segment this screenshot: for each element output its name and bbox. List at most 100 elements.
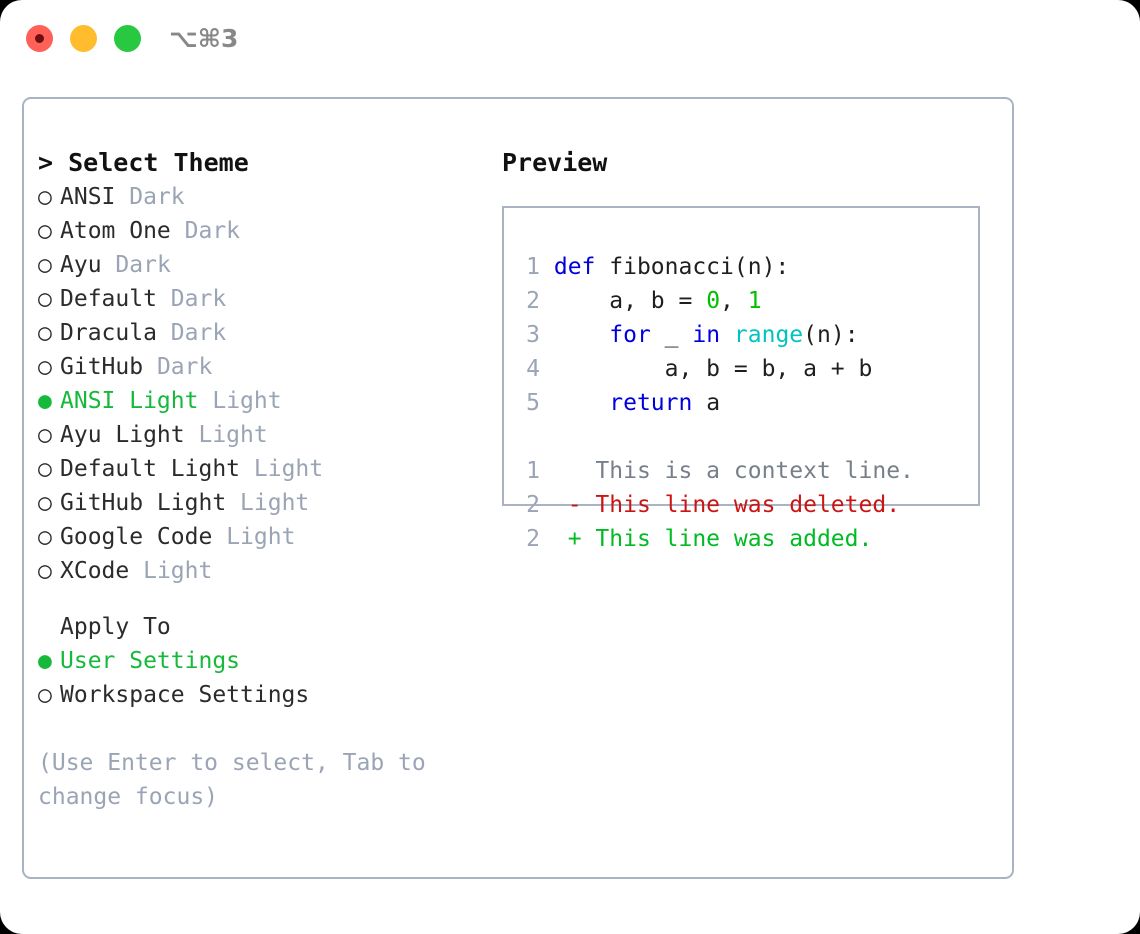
- code-token-fn: range: [733, 322, 804, 348]
- theme-option-label: ANSI Light: [60, 388, 199, 414]
- preview-column: Preview: [502, 146, 1002, 180]
- diff-line-ctx: 1 This is a context line.: [518, 454, 914, 488]
- keyboard-shortcut-label: ⌥⌘3: [169, 24, 239, 53]
- apply-to-option-list: ● User Settings ○ Workspace Settings: [38, 644, 478, 712]
- theme-option-variant: Light: [253, 456, 324, 482]
- code-token-kw: for: [609, 322, 651, 348]
- theme-option-ansi-light[interactable]: ●ANSI Light Light: [38, 384, 478, 418]
- diff-text: This is a context line.: [581, 458, 914, 484]
- code-line: 1 def fibonacci(n):: [518, 250, 914, 284]
- theme-option-github-light[interactable]: ○GitHub Light Light: [38, 486, 478, 520]
- code-token-txt: [554, 322, 609, 348]
- page-title-text: Select Theme: [68, 148, 249, 177]
- code-line: 2 a, b = 0, 1: [518, 284, 914, 318]
- apply-to-option-label: Workspace Settings: [60, 682, 310, 708]
- theme-option-github[interactable]: ○ GitHub Dark: [38, 350, 478, 384]
- radio-unselected-icon: ○: [38, 422, 52, 448]
- diff-line-add: 2 + This line was added.: [518, 522, 914, 556]
- theme-option-ansi[interactable]: ○ ANSI Dark: [38, 180, 478, 214]
- theme-option-label: XCode: [60, 558, 130, 584]
- spacer: [38, 712, 478, 746]
- keyboard-hint-text: (Use Enter to select, Tab to change focu…: [38, 750, 440, 810]
- code-token-txt: [720, 322, 734, 348]
- code-token-num: 1: [747, 288, 762, 314]
- theme-option-variant: Light: [143, 558, 213, 584]
- diff-text: This line was deleted.: [581, 492, 901, 518]
- theme-option-label: Default Light: [60, 456, 241, 482]
- theme-option-xcode[interactable]: ○ XCode Light: [38, 554, 478, 588]
- code-token-txt: a, b = b, a + b: [553, 356, 873, 382]
- line-number: 5: [526, 390, 540, 416]
- theme-option-atom-one[interactable]: ○ Atom One Dark: [38, 214, 478, 248]
- radio-unselected-icon: ○: [38, 252, 52, 278]
- theme-option-label: Default: [60, 286, 157, 312]
- theme-option-label: Google Code: [60, 524, 213, 550]
- radio-unselected-icon: ○: [38, 524, 52, 550]
- apply-to-option-workspace-settings[interactable]: ○ Workspace Settings: [38, 678, 478, 712]
- line-number: 2: [526, 526, 540, 552]
- code-token-num: 0: [706, 288, 721, 314]
- theme-option-label: Atom One: [60, 218, 171, 244]
- diff-text: This line was added.: [581, 526, 873, 552]
- theme-option-label: Ayu: [60, 252, 102, 278]
- traffic-lights: [26, 25, 141, 52]
- radio-selected-icon: ●: [38, 648, 52, 674]
- theme-option-label: Dracula: [60, 320, 157, 346]
- theme-picker-column: > Select Theme ○ANSI Dark○Atom One Dark○…: [38, 146, 478, 814]
- theme-option-variant: Dark: [170, 286, 227, 312]
- theme-option-variant: Light: [240, 490, 310, 516]
- page-title: > Select Theme: [38, 146, 478, 180]
- theme-option-variant: Dark: [115, 252, 171, 278]
- theme-option-dracula[interactable]: ○Dracula Dark: [38, 316, 478, 350]
- theme-option-label: GitHub: [60, 354, 144, 380]
- theme-option-variant: Dark: [184, 218, 241, 244]
- theme-option-list: ○ ANSI Dark ○ Atom One Dark ○ Ayu Dark ○ Defaul…: [38, 180, 478, 588]
- theme-option-variant: Light: [198, 422, 268, 448]
- line-number: 1: [526, 458, 540, 484]
- radio-unselected-icon: ○: [38, 184, 52, 210]
- apply-to-heading: Apply To: [60, 614, 171, 640]
- radio-unselected-icon: ○: [38, 682, 52, 708]
- radio-unselected-icon: ○: [38, 558, 52, 584]
- theme-option-ayu-light[interactable]: ○Ayu Light Light: [38, 418, 478, 452]
- apply-to-option-user-settings[interactable]: ● User Settings: [38, 644, 478, 678]
- diff-marker: +: [567, 526, 582, 552]
- code-token-txt: [554, 390, 609, 416]
- theme-option-default-light[interactable]: ○ Default Light Light: [38, 452, 478, 486]
- theme-option-default[interactable]: ○ Default Dark: [38, 282, 478, 316]
- radio-unselected-icon: ○: [38, 354, 52, 380]
- line-number: 4: [526, 356, 540, 382]
- theme-option-ayu[interactable]: ○ Ayu Dark: [38, 248, 478, 282]
- theme-option-variant: Dark: [170, 320, 227, 346]
- line-number: 3: [526, 322, 540, 348]
- minimize-window-button[interactable]: [70, 25, 97, 52]
- theme-option-google-code[interactable]: ○ Google Code Light: [38, 520, 478, 554]
- prompt-caret-icon: >: [38, 148, 54, 177]
- code-token-txt: a, b =: [553, 288, 707, 314]
- maximize-window-button[interactable]: [114, 25, 141, 52]
- close-window-button[interactable]: [26, 25, 53, 52]
- code-line: 3 for _ in range(n):: [518, 318, 914, 352]
- theme-option-variant: Light: [226, 524, 296, 550]
- theme-option-variant: Light: [212, 388, 282, 414]
- code-token-kw: in: [692, 322, 721, 348]
- code-blank-line: [518, 420, 914, 454]
- radio-unselected-icon: ○: [38, 490, 52, 516]
- preview-title: Preview: [502, 148, 608, 177]
- code-token-kw: return: [609, 390, 693, 416]
- line-number: 2: [526, 288, 540, 314]
- apply-to-option-label: User Settings: [60, 648, 241, 674]
- radio-unselected-icon: ○: [38, 286, 52, 312]
- diff-marker: [568, 458, 582, 484]
- theme-option-label: ANSI: [60, 184, 116, 210]
- theme-option-variant: Dark: [129, 184, 185, 210]
- code-token-txt: (n):: [803, 322, 859, 348]
- theme-option-variant: Dark: [156, 354, 213, 380]
- spacer: [38, 588, 478, 610]
- radio-unselected-icon: ○: [38, 218, 52, 244]
- code-token-kw: def: [553, 254, 610, 280]
- diff-line-del: 2 - This line was deleted.: [518, 488, 914, 522]
- radio-unselected-icon: ○: [38, 456, 52, 482]
